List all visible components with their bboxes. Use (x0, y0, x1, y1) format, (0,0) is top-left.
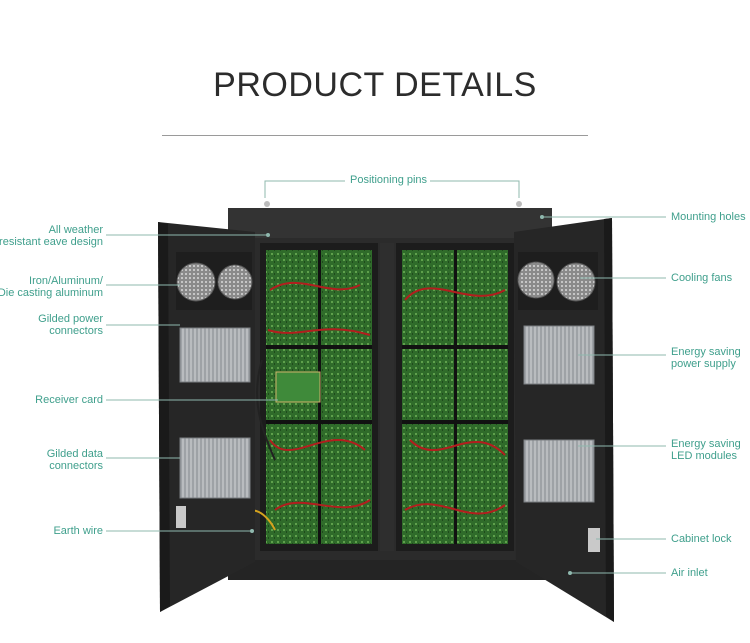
label-line: connectors (49, 325, 103, 337)
power-supply (523, 439, 595, 503)
callout-dots (250, 215, 572, 575)
right-door (514, 218, 614, 622)
label-all-weather: All weather resistant eave design (0, 224, 103, 248)
label-line: Energy saving (671, 346, 741, 358)
label-line: LED modules (671, 450, 738, 462)
lock-icon (588, 528, 600, 552)
label-line: Gilded data (46, 448, 103, 460)
label-gilded-power: Gilded power connectors (38, 313, 103, 337)
callout-lines (106, 180, 666, 574)
label-cooling-fans: Cooling fans (671, 272, 733, 284)
label-line: Energy saving (671, 438, 741, 450)
label-earth-wire: Earth wire (53, 525, 103, 537)
door-latch (176, 506, 186, 528)
label-air-inlet: Air inlet (671, 567, 708, 579)
fan-icon (556, 262, 596, 302)
label-line: Gilded power (38, 313, 103, 325)
fan-icon (176, 262, 216, 302)
label-cabinet-lock: Cabinet lock (671, 533, 732, 545)
label-gilded-data: Gilded data connectors (47, 448, 103, 472)
led-bay-right (396, 243, 514, 551)
title-divider (162, 135, 588, 136)
label-energy-led-modules: Energy saving LED modules (671, 438, 741, 462)
label-positioning-pins: Positioning pins (350, 174, 428, 186)
label-energy-power-supply: Energy saving power supply (671, 346, 741, 370)
page-title: PRODUCT DETAILS (213, 66, 537, 104)
label-line: All weather (48, 224, 103, 236)
label-line: resistant eave design (0, 236, 103, 248)
cables (239, 281, 506, 531)
power-supply (179, 327, 251, 383)
receiver-card (275, 371, 321, 403)
label-line: Iron/Aluminum/ (29, 275, 103, 287)
left-door (158, 222, 255, 612)
fan-icon (217, 264, 253, 300)
power-supply (179, 437, 251, 499)
label-mounting-holes: Mounting holes (671, 211, 746, 223)
fan-icon (517, 261, 555, 299)
label-line: Die casting aluminum (0, 287, 103, 299)
label-line: connectors (49, 460, 103, 472)
label-line: power supply (671, 358, 736, 370)
label-receiver-card: Receiver card (35, 394, 103, 406)
label-iron-aluminum: Iron/Aluminum/ Die casting aluminum (0, 275, 103, 299)
